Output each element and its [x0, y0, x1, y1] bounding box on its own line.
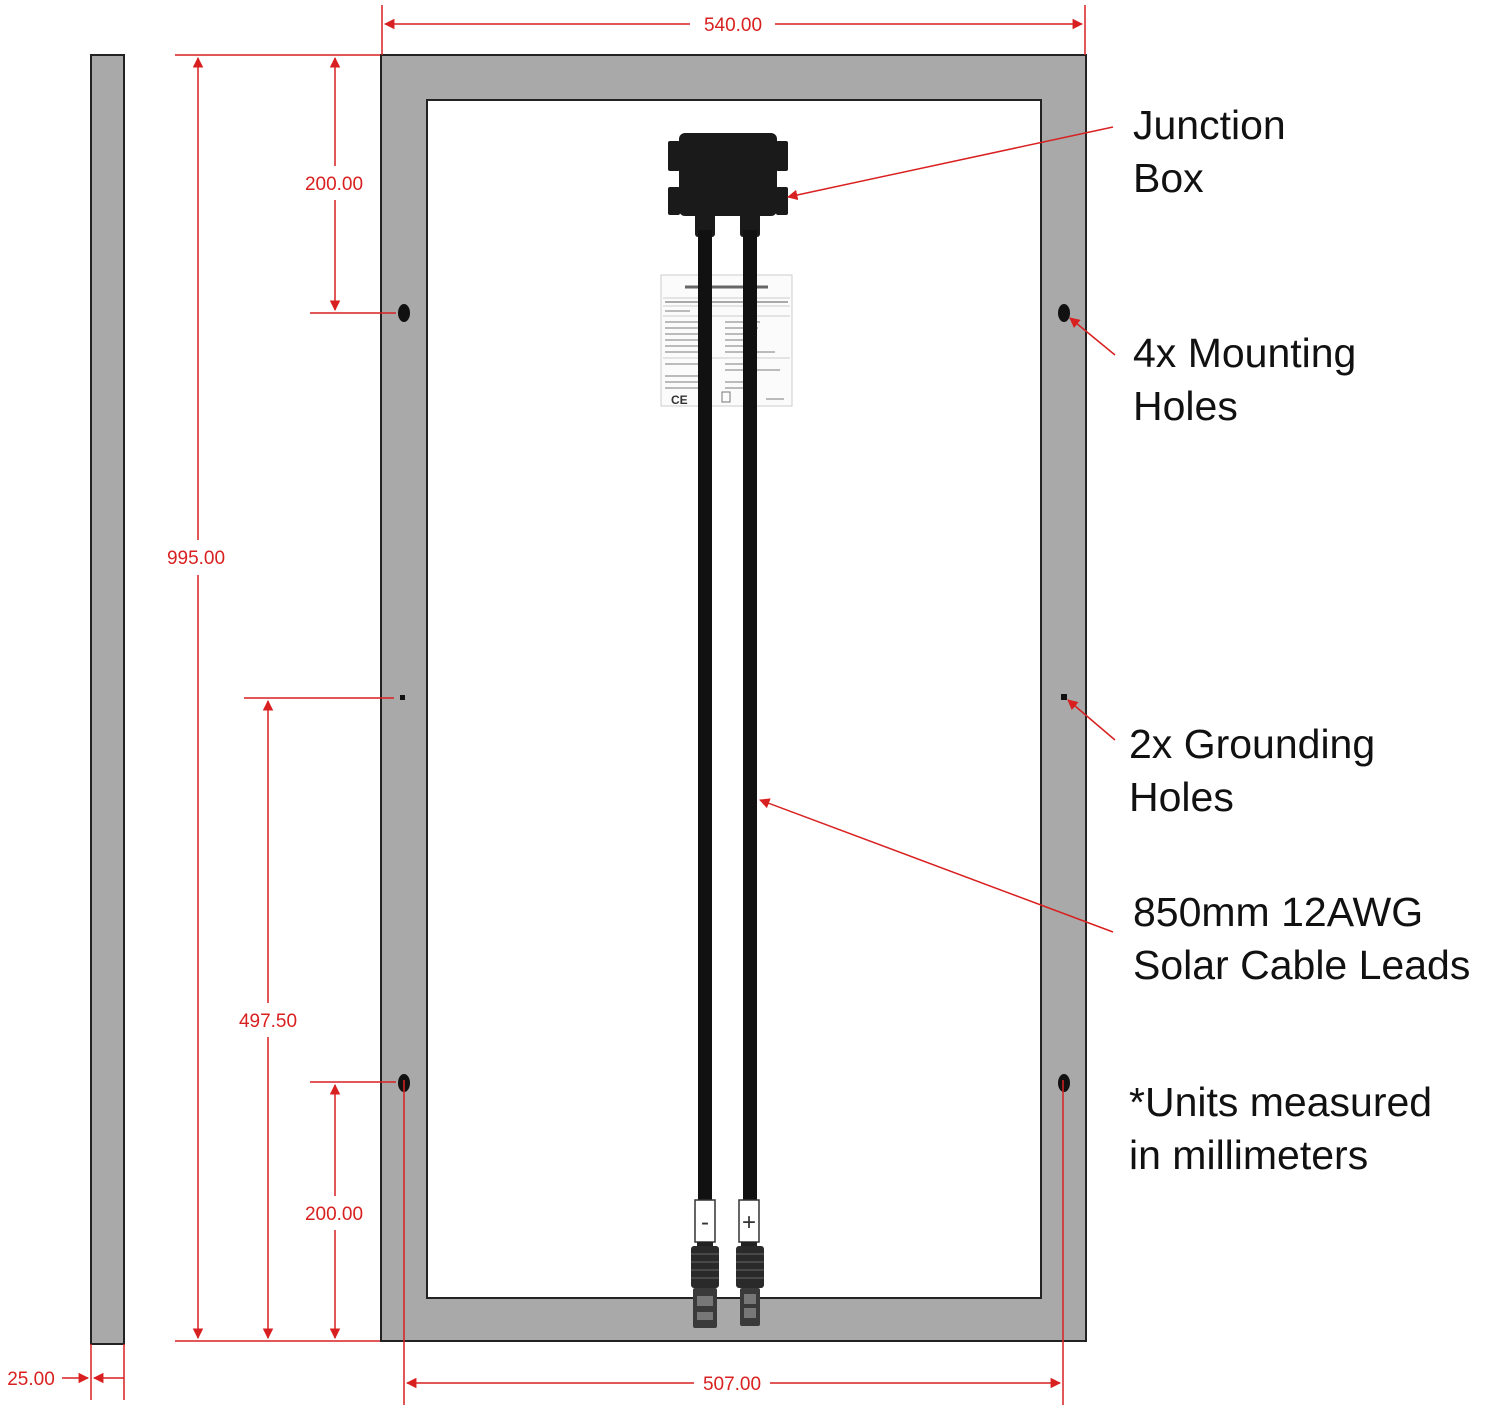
dimension-width-top-label: 540.00	[704, 15, 762, 36]
mounting-hole-top-left	[398, 304, 410, 322]
negative-cable	[698, 230, 712, 1202]
cable-leads-callout-line-1: 850mm 12AWG	[1133, 889, 1424, 935]
cable-leads-callout: 850mm 12AWG Solar Cable Leads	[1133, 886, 1470, 992]
dimension-ground-hole	[244, 697, 394, 1340]
mounting-holes-callout: 4x Mounting Holes	[1133, 327, 1356, 433]
spec-label: CE	[660, 274, 793, 407]
units-note: *Units measured in millimeters	[1129, 1076, 1432, 1182]
mounting-hole-top-right	[1058, 304, 1070, 322]
dimension-hole-spacing	[403, 1080, 1064, 1405]
mounting-holes-leader	[1069, 317, 1116, 356]
dimension-bottom-hole	[310, 1081, 396, 1340]
grounding-holes-callout: 2x Grounding Holes	[1129, 718, 1375, 824]
dimension-ground-hole-label: 497.50	[239, 1011, 297, 1032]
dimension-hole-spacing-label: 507.00	[703, 1374, 761, 1395]
junction-box-callout-line-1: Junction	[1133, 102, 1286, 148]
dimension-frame-depth-label: 25.00	[7, 1369, 55, 1390]
positive-cable	[743, 230, 757, 1202]
dimension-top-hole	[310, 56, 396, 314]
grounding-hole-right	[1061, 694, 1067, 700]
junction-box	[668, 133, 788, 237]
junction-box-leader	[786, 126, 1114, 201]
grounding-hole-left	[400, 695, 405, 700]
ce-mark: CE	[671, 393, 688, 407]
positive-connector: +	[736, 1199, 764, 1326]
junction-box-callout: Junction Box	[1133, 99, 1286, 205]
grounding-holes-callout-line-2: Holes	[1129, 774, 1234, 820]
negative-connector: -	[691, 1199, 719, 1328]
grounding-holes-callout-line-1: 2x Grounding	[1129, 721, 1376, 767]
units-note-line-1: *Units measured	[1129, 1079, 1433, 1125]
cable-leads-leader	[759, 798, 1114, 933]
side-profile-frame	[90, 54, 125, 1345]
positive-symbol: +	[742, 1209, 756, 1236]
units-note-line-2: in millimeters	[1129, 1132, 1369, 1178]
mounting-holes-callout-line-2: Holes	[1133, 383, 1238, 429]
dimension-bottom-hole-label: 200.00	[305, 1204, 363, 1225]
dimension-overall-height-label: 995.00	[167, 548, 225, 569]
dimension-frame-depth	[62, 1344, 125, 1400]
mounting-holes-callout-line-1: 4x Mounting	[1133, 330, 1357, 376]
dimension-overall-height	[175, 54, 380, 1342]
negative-symbol: -	[701, 1209, 709, 1236]
cable-leads-callout-line-2: Solar Cable Leads	[1133, 942, 1471, 988]
mounting-hole-bottom-right	[1058, 1074, 1070, 1092]
grounding-holes-leader	[1067, 699, 1116, 741]
dimension-width-top	[381, 5, 1086, 55]
dimension-top-hole-label: 200.00	[305, 174, 363, 195]
junction-box-callout-line-2: Box	[1133, 155, 1204, 201]
